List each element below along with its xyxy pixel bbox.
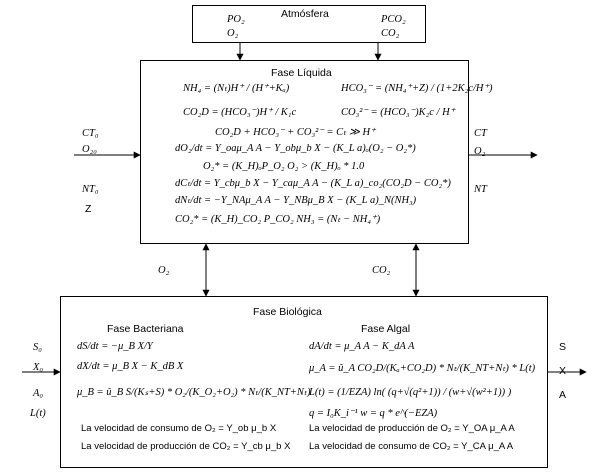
liquid-phase-title: Fase Líquida (271, 67, 332, 79)
liquid-eq-co3: CO₃²⁻ = (HCO₃⁻)K₂c / H⁺ (341, 107, 456, 118)
atmosphere-pco2: PCO₂ (381, 14, 406, 25)
algal-o2-production-rate: La velocidad de producción de O₂ = Y_OA … (309, 423, 515, 434)
liquid-input-z: Z (85, 203, 92, 215)
algal-eq-mua: μ_A = û_A CO₂D/(Kₐ+CO₂D) * Nₜ/(K_NT+Nₜ) … (309, 363, 536, 374)
bio-output-s: S (559, 341, 567, 353)
liquid-eq-hco3: HCO₃⁻ = (NH₄⁺+Z) / (1+2K₂c/H⁺) (341, 83, 493, 94)
liquid-output-ct: CT (474, 128, 487, 139)
bacterial-o2-consumption-rate: La velocidad de consumo de O₂ = Y_ob μ_b… (81, 423, 277, 434)
liquid-phase-box: Fase Líquida NH₄ = (Nₜ)H⁺ / (H⁺+Kₐ) HCO₃… (140, 60, 493, 244)
liquid-input-o20: O₂₀ (82, 144, 97, 155)
bio-output-x: X (559, 365, 567, 377)
liquid-eq-co2-sat: CO₂* = (K_H)_CO₂ P_CO₂ NH₃ = (Nₜ − NH₄⁺) (175, 214, 381, 225)
atmosphere-title: Atmósfera (281, 8, 329, 20)
liquid-eq-o2-sat: O₂* = (K_H)ₒP_O₂ O₂ > (K_H)ₒ * 1.0 (203, 161, 365, 172)
bacterial-eq-dxdt: dX/dt = μ_B X − K_dB X (77, 361, 184, 372)
exchange-co2-label: CO₂ (372, 265, 391, 276)
liquid-eq-dctdt: dCₜ/dt = Y_cbμ_b X − Y_caμ_A A − (K_L a)… (175, 178, 451, 189)
liquid-input-nt0: NT₀ (82, 184, 99, 195)
bio-input-x0: X₀ (33, 362, 44, 373)
liquid-eq-ct-balance: CO₂D + HCO₃⁻ + CO₃²⁻ = Cₜ ≫ H⁺ (215, 127, 376, 138)
liquid-input-ct0: CT₀ (82, 128, 99, 139)
biological-phase-title: Fase Biológica (253, 306, 322, 318)
liquid-eq-nh4: NH₄ = (Nₜ)H⁺ / (H⁺+Kₐ) (183, 83, 290, 94)
bacterial-eq-dsdt: dS/dt = −μ_B X/Y (77, 341, 153, 352)
algal-eq-q-w: q = I₀K_i⁻¹ w = q * e^(−EZA) (309, 408, 438, 419)
bio-input-a0: A₀ (33, 388, 44, 399)
algal-phase-title: Fase Algal (361, 323, 411, 335)
liquid-output-nt: NT (474, 184, 487, 195)
bio-input-s0: S₀ (33, 342, 42, 353)
atmosphere-box: Atmósfera PO₂ O₂ PCO₂ CO₂ (192, 5, 426, 43)
algal-co2-consumption-rate: La velocidad de consumo de CO₂ = Y_CA μ_… (309, 441, 514, 452)
algal-eq-dadt: dA/dt = μ_A A − K_dA A (309, 341, 415, 352)
atmosphere-o2: O₂ (227, 28, 239, 39)
liquid-eq-co2d: CO₂D = (HCO₃⁻)H⁺ / K₁c (183, 107, 297, 118)
atmosphere-po2: PO₂ (227, 14, 245, 25)
bacterial-eq-mub: μ_B = û_B S/(Kₛ+S) * O₂/(K_O₂+O₂) * Nₜ/(… (77, 387, 311, 398)
exchange-o2-label: O₂ (158, 265, 170, 276)
bacterial-co2-production-rate: La velocidad de producción de CO₂ = Y_cb… (81, 441, 291, 452)
bacterial-phase-title: Fase Bacteriana (107, 323, 184, 335)
atmosphere-co2: CO₂ (381, 28, 400, 39)
bio-output-a: A (559, 389, 567, 401)
algal-eq-light: L(t) = (1/EZA) ln( (q+√(q²+1)) / (w+√(w²… (309, 387, 512, 398)
bio-input-lt: L(t) (30, 408, 46, 419)
liquid-eq-dntdt: dNₜ/dt = −Y_NAμ_A A − Y_NBμ_B X − (K_L a… (175, 195, 417, 206)
biological-phase-box: Fase Biológica Fase Bacteriana dS/dt = −… (60, 296, 548, 468)
liquid-eq-do2dt: dO₂/dt = Y_oaμ_A A − Y_obμ_b X − (K_L a)… (175, 143, 416, 154)
liquid-output-o2: O₂ (474, 146, 486, 157)
